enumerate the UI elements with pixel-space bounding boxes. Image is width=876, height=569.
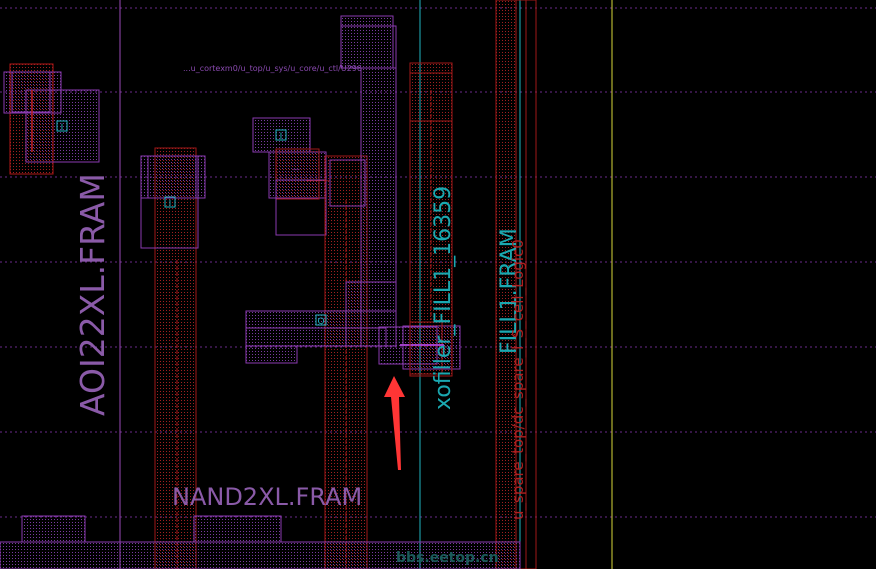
pin-label-c[interactable]: I	[164, 196, 176, 209]
annotation-arrow-icon	[384, 376, 405, 470]
poly-column-middle[interactable]	[252, 117, 368, 569]
pin-label-b[interactable]: I	[275, 129, 287, 142]
pin-label-o-text: O	[317, 317, 324, 327]
net-label-small-1: —	[292, 165, 300, 174]
cell-label-aoi: AOI22XL.FRAM	[73, 173, 112, 416]
aoi-pin-group[interactable]	[3, 63, 100, 175]
poly-column-left[interactable]	[140, 147, 206, 569]
cell-label-fill: FILL1.FRAM	[497, 228, 522, 354]
pin-label-c-text: I	[169, 199, 172, 209]
filler-column[interactable]	[409, 62, 453, 377]
power-rail-bottom[interactable]	[0, 515, 521, 569]
pin-label-a[interactable]: I	[56, 120, 68, 133]
pin-label-o[interactable]: O	[315, 314, 327, 327]
watermark: bbs.eetop.cn	[396, 550, 499, 566]
cell-label-xofiller: xofiller_FILL1_16359	[431, 186, 456, 410]
pin-label-a-text: I	[61, 123, 64, 133]
output-bar[interactable]	[245, 310, 397, 364]
cell-label-spare: u_spare_top/dc_spare_l_S_cell_Logic0	[509, 239, 528, 520]
row-grid	[0, 7, 876, 518]
metal-strip-right[interactable]	[495, 0, 537, 569]
cell-label-nand: NAND2XL.FRAM	[172, 483, 362, 511]
pin-label-b-text: I	[280, 132, 283, 142]
net-label-small-2: ———	[306, 176, 330, 185]
net-path-label: ...u_cortexm0/u_top/u_sys/u_core/u_ctl/U…	[183, 64, 362, 73]
